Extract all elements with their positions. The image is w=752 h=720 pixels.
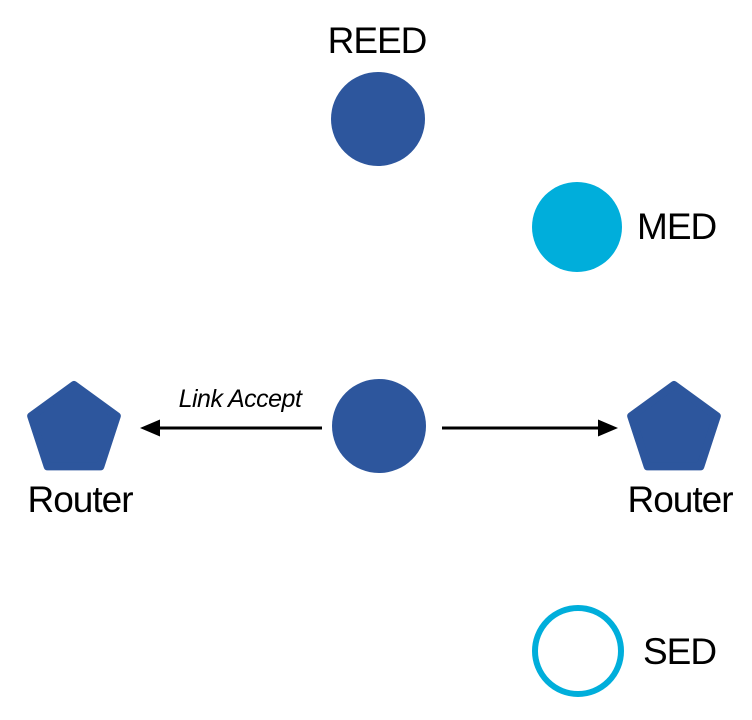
sed-node-ring [532,605,624,697]
router-left-pentagon-icon [27,381,121,471]
sed-node-label: SED [643,631,717,672]
router-right-node-label: Router [627,479,733,520]
right-link-arrow [442,419,618,437]
reed-node-label: REED [327,20,428,61]
link-accept-arrow [140,419,322,437]
parent-router-node-circle [332,379,426,473]
reed-node-circle [331,72,425,166]
med-node-label: MED [637,206,717,247]
link-accept-edge-label: Link Accept [178,385,302,413]
router-right-pentagon-icon [627,381,721,471]
med-node-circle [532,182,622,272]
router-left-node-label: Router [27,479,133,520]
